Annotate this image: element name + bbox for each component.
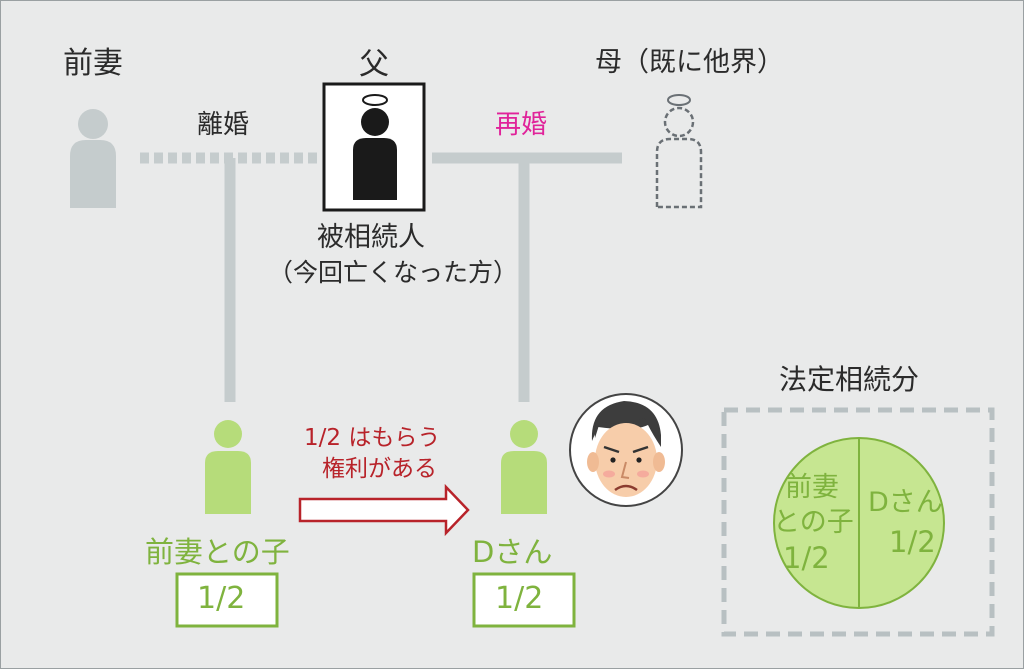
worried-man-face-icon [569,393,683,507]
right-arrow-icon [298,483,470,537]
divorce-label: 離婚 [197,110,250,140]
d-share: 1/2 [495,581,544,616]
share-box-d [472,572,576,628]
pie-left-line2: との子 [773,507,854,538]
father-label: 父 [359,47,389,82]
ex-wife-label: 前妻 [63,46,123,81]
arrow-caption-line1: 1/2 はもらう [304,425,441,451]
pie-right-line1: Dさん [868,487,943,518]
halo-dashed-person-icon [655,94,703,209]
pie-left-line1: 前妻 [785,472,839,503]
ex-child-person-icon [205,420,251,514]
remarriage-label: 再婚 [495,110,548,140]
mother-label: 母（既に他界） [595,47,784,78]
ex-wife-person-icon [70,109,116,208]
arrow-caption-line2: 権利がある [322,456,437,482]
d-label: Dさん [472,535,553,569]
d-person-icon [501,420,547,514]
legal-share-box [721,407,995,637]
pie-left-line3: 1/2 [783,541,830,575]
deceased-label: 被相続人 [317,222,425,253]
pie-right-line2: 1/2 [889,525,936,559]
halo-person-icon [353,94,397,200]
deceased-sublabel: （今回亡くなった方） [268,258,519,287]
ex-child-label: 前妻との子 [145,535,290,569]
ex-child-share: 1/2 [197,581,246,616]
legal-share-title: 法定相続分 [779,363,920,396]
share-box-ex-child [175,572,279,628]
